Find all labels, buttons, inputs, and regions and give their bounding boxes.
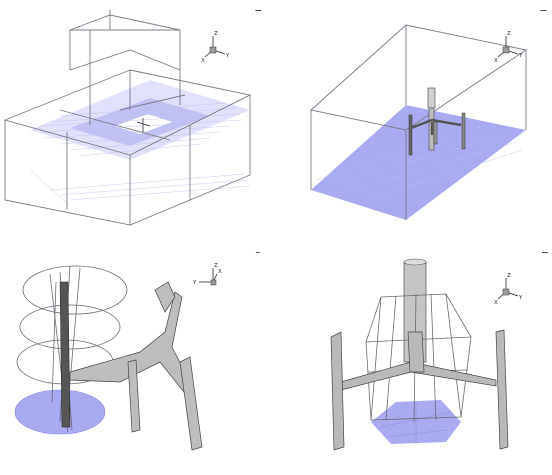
axis-x-label: X: [201, 58, 205, 64]
panel-b-domain-mesh: Z Y X: [310, 24, 528, 220]
turbine-arms-d: [330, 329, 509, 451]
turbine-arms-c: [69, 281, 203, 451]
panel-letter-d: d: [540, 252, 548, 256]
panel-d-turbine-mesh: Z Y X: [330, 258, 523, 451]
axis-y-label: Y: [225, 53, 230, 59]
axis-triad-c: Z Y X: [192, 263, 222, 286]
panel-a: Z Y X a: [0, 10, 264, 230]
axis-x-label: X: [218, 269, 222, 275]
panel-c-turbine-mesh: Z Y X: [14, 263, 222, 451]
axis-z-label: Z: [214, 263, 218, 269]
axis-z-label: Z: [214, 31, 218, 37]
panel-c: Z Y X c: [0, 252, 264, 472]
axis-x-label: X: [494, 300, 498, 306]
axis-x-label: X: [494, 58, 498, 64]
axis-y-label: Y: [518, 295, 523, 301]
axis-z-label: Z: [507, 273, 511, 279]
axis-y-label: Y: [192, 280, 197, 286]
axis-triad-a: Z Y X: [201, 31, 230, 64]
panel-b: Z Y X b: [286, 10, 550, 230]
panel-d: Z Y X d: [286, 252, 550, 472]
axis-triad-b: Z Y X: [494, 31, 523, 64]
turbine-model-b: [408, 87, 466, 156]
axis-triad-d: Z Y X: [494, 273, 523, 306]
panel-letter-b: b: [540, 10, 548, 14]
panel-letter-a: a: [254, 10, 262, 14]
axis-z-label: Z: [507, 31, 511, 37]
panel-a-domain-mesh: Z Y X: [3, 10, 252, 226]
axis-y-label: Y: [518, 53, 523, 59]
panel-letter-c: c: [254, 252, 261, 256]
